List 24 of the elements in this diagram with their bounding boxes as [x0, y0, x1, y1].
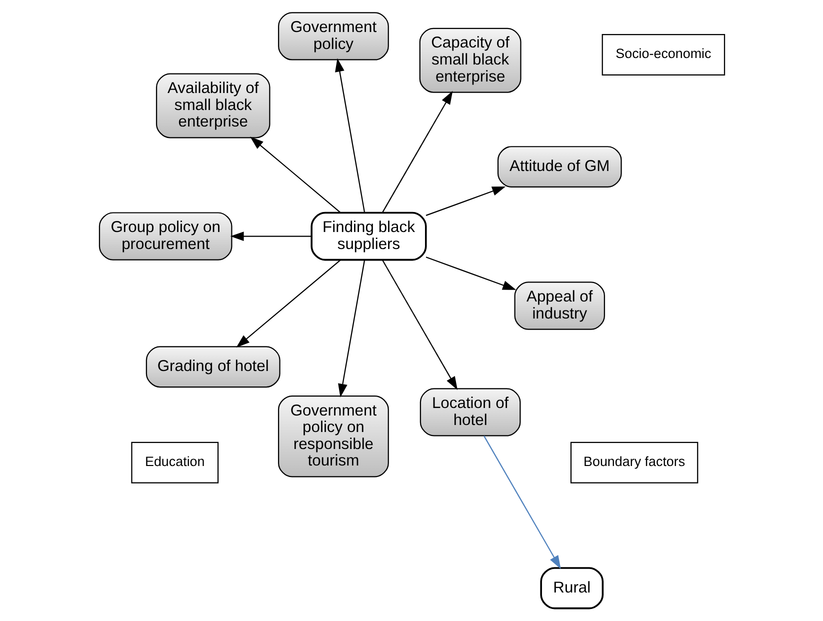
arrow	[338, 260, 365, 398]
node-box: Finding black suppliers	[310, 212, 426, 261]
arrow	[334, 58, 365, 213]
arrow	[250, 136, 340, 214]
node-box: Location of hotel	[419, 388, 520, 436]
node-box: Boundary factors	[570, 442, 698, 484]
node-box: Government policy on responsible tourism	[278, 395, 388, 478]
node-box: Grading of hotel	[145, 346, 280, 388]
node-box: Attitude of GM	[496, 146, 622, 188]
arrow	[381, 260, 458, 390]
node-box: Group policy on procurement	[98, 212, 232, 260]
arrow	[230, 232, 311, 241]
arrow	[483, 436, 560, 569]
node-box: Socio-economic	[601, 34, 725, 76]
arrow	[425, 186, 506, 216]
node-box: Rural	[540, 567, 604, 610]
node-box: Availability of small black enterprise	[155, 73, 270, 138]
arrow	[236, 260, 340, 348]
node-box: Appeal of industry	[514, 282, 605, 330]
node-box: Government policy	[278, 12, 388, 60]
node-box: Education	[130, 442, 218, 484]
node-box: Capacity of small black enterprise	[418, 28, 521, 93]
arrow	[425, 256, 516, 290]
arrow	[381, 90, 452, 213]
